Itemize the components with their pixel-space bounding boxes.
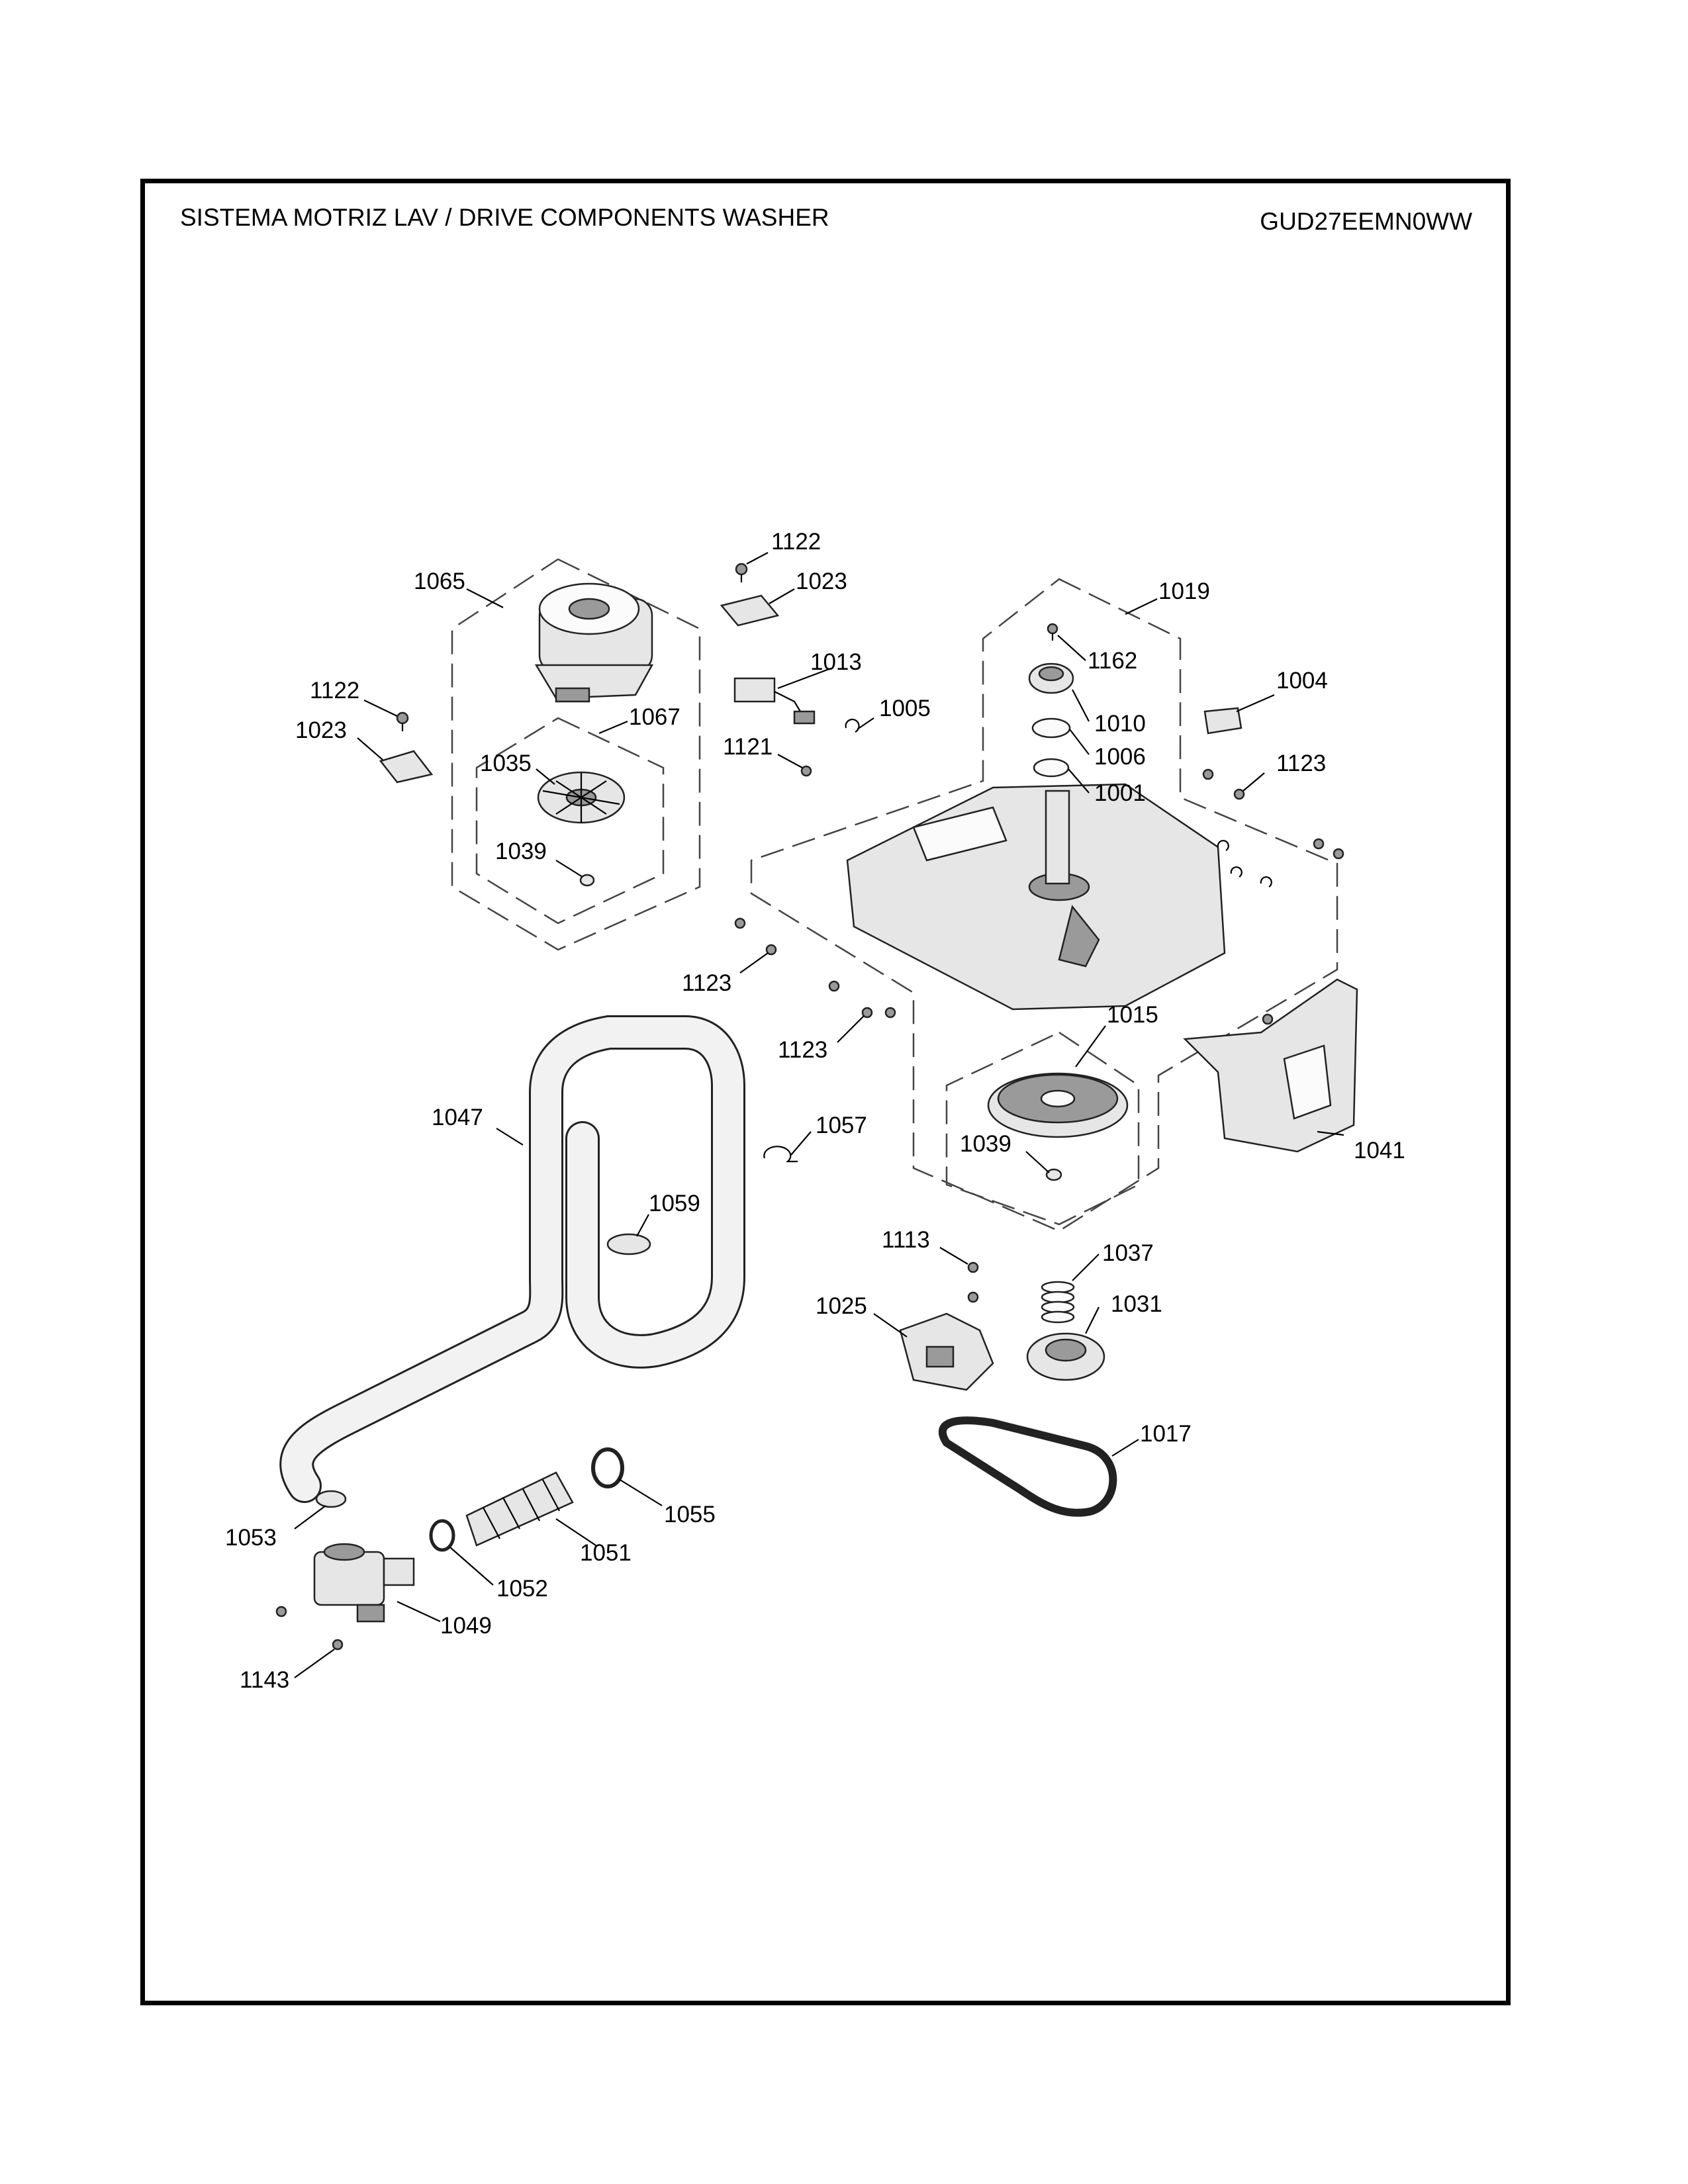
callout-1049: 1049 <box>440 1613 492 1639</box>
sensor-1013 <box>733 677 816 725</box>
callout-1013: 1013 <box>810 649 862 675</box>
leader-lines <box>294 552 1344 1678</box>
screw-1122a <box>735 563 748 582</box>
callout-1001: 1001 <box>1094 780 1146 806</box>
diagram-frame <box>140 179 1511 2005</box>
callout-1035: 1035 <box>480 751 532 776</box>
callout-1031: 1031 <box>1111 1291 1162 1317</box>
callout-1025: 1025 <box>816 1293 867 1319</box>
mounting-plate-1019 <box>846 783 1226 1011</box>
callout-1052: 1052 <box>496 1576 548 1602</box>
drain-pump-1049 <box>313 1543 415 1623</box>
belt-1017 <box>939 1416 1117 1517</box>
drain-hose-1047 <box>279 1015 745 1503</box>
callout-1023b: 1023 <box>295 717 347 743</box>
callout-1019: 1019 <box>1158 578 1210 604</box>
screw-1121 <box>800 765 812 777</box>
callout-1039b: 1039 <box>960 1131 1011 1157</box>
diagram-title: SISTEMA MOTRIZ LAV / DRIVE COMPONENTS WA… <box>180 204 829 231</box>
callout-1059: 1059 <box>649 1191 700 1216</box>
coupling-1031 <box>1026 1332 1105 1381</box>
callout-1023a: 1023 <box>796 569 847 594</box>
callout-1122b: 1122 <box>310 678 359 704</box>
washer-1001 <box>1033 758 1070 778</box>
callout-1005: 1005 <box>879 696 931 721</box>
seal-1006 <box>1031 717 1071 739</box>
clamp-1055 <box>591 1447 624 1488</box>
screw-1122b <box>396 711 409 731</box>
callout-1053: 1053 <box>225 1525 277 1551</box>
bracket-1023a <box>720 594 780 627</box>
callout-1067: 1067 <box>629 704 680 730</box>
callout-1057: 1057 <box>816 1113 867 1138</box>
callout-1143: 1143 <box>240 1667 289 1693</box>
callout-1122a: 1122 <box>771 529 821 555</box>
pulley-1015 <box>987 1072 1129 1138</box>
screws-1123 <box>734 768 1344 1025</box>
motor-1065 <box>534 582 654 703</box>
callout-1041: 1041 <box>1354 1138 1405 1163</box>
callout-1017: 1017 <box>1140 1421 1192 1447</box>
bracket-1004 <box>1203 707 1243 735</box>
callout-1055: 1055 <box>664 1502 716 1527</box>
screw-1162 <box>1047 623 1058 641</box>
callout-1037: 1037 <box>1102 1240 1154 1266</box>
shift-actuator-1025 <box>899 1312 994 1391</box>
bellows-hose-1051 <box>465 1471 574 1547</box>
clip-1005 <box>845 718 860 733</box>
nut-1039b <box>1045 1168 1062 1181</box>
callout-1121: 1121 <box>723 734 773 760</box>
callout-1123c: 1123 <box>778 1037 827 1063</box>
model-number: GUD27EEMN0WW <box>1260 208 1472 235</box>
group-outline-1067 <box>475 717 665 925</box>
callout-1006: 1006 <box>1094 744 1146 770</box>
group-outline-1019 <box>750 578 1338 1232</box>
callout-1113: 1113 <box>882 1227 930 1253</box>
callout-1004: 1004 <box>1276 668 1328 694</box>
clips-1019 <box>1217 840 1272 887</box>
callout-1123a: 1123 <box>1276 751 1326 776</box>
clamp-1052 <box>429 1519 455 1552</box>
screw-1113 <box>967 1261 979 1303</box>
callout-1162: 1162 <box>1088 648 1137 674</box>
callout-1123b: 1123 <box>682 970 731 996</box>
group-outline-1065 <box>451 558 701 951</box>
bracket-1041 <box>1183 978 1358 1153</box>
callout-1015: 1015 <box>1107 1002 1158 1028</box>
callout-1065: 1065 <box>414 569 465 594</box>
callout-1010: 1010 <box>1094 711 1146 737</box>
nut-1039a <box>579 874 595 887</box>
screw-1143 <box>275 1606 344 1651</box>
callout-1047: 1047 <box>432 1105 483 1130</box>
clip-1059 <box>606 1233 651 1255</box>
callout-1039a: 1039 <box>495 839 547 864</box>
callout-1051: 1051 <box>580 1540 632 1566</box>
fan-1035 <box>537 771 626 824</box>
bracket-1023b <box>379 750 434 784</box>
bearing-1010 <box>1028 662 1074 694</box>
clip-1053 <box>315 1490 347 1508</box>
clamp-1057 <box>763 1146 798 1163</box>
group-outline-1015 <box>945 1031 1140 1226</box>
spring-1037 <box>1041 1281 1075 1324</box>
